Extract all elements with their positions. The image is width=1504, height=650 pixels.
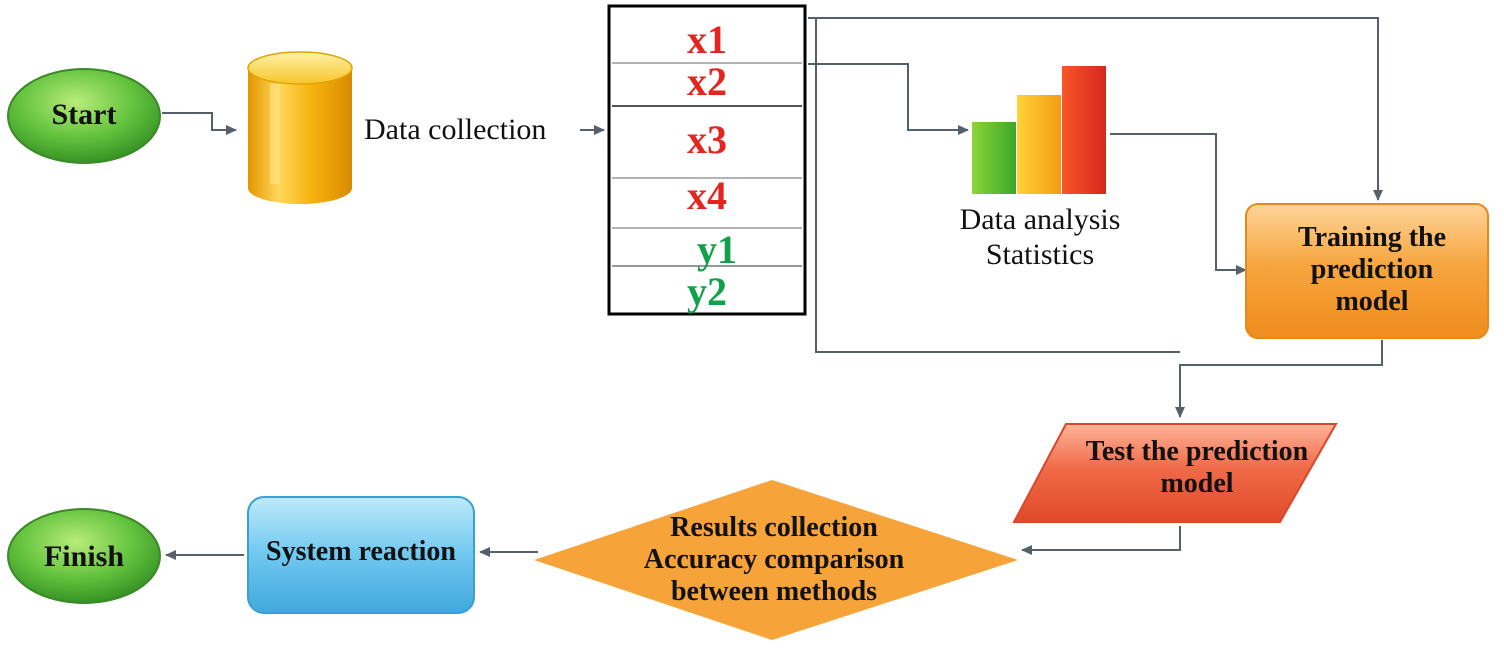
bar-yellow — [1017, 95, 1061, 194]
system-reaction-box — [247, 496, 475, 614]
analysis-label-line-2: Statistics — [985, 237, 1095, 271]
line-table-to-test — [815, 18, 1180, 353]
arrow-analysis-to-training — [1110, 133, 1247, 275]
training-label-line-1: Training the — [1297, 222, 1447, 253]
variables-table — [607, 4, 807, 316]
finish-terminal — [7, 508, 161, 604]
arrow-start-to-database — [162, 112, 237, 135]
variable-x4: x4 — [687, 173, 727, 218]
bar-chart-icon — [972, 66, 1106, 194]
training-process-box — [1245, 203, 1489, 339]
test-label: Test the prediction model — [1052, 436, 1342, 500]
test-label-line-2: model — [1160, 468, 1234, 500]
start-terminal — [7, 68, 161, 164]
arrow-training-to-test — [1175, 340, 1383, 418]
data-collection-label: Data collection — [364, 113, 547, 146]
arrow-table-to-training — [808, 17, 1383, 201]
variable-x1: x1 — [687, 17, 727, 62]
results-decision-diamond — [534, 480, 1018, 640]
training-label-line-2: prediction — [1310, 254, 1434, 286]
analysis-label-line-1: Data analysis — [959, 203, 1121, 236]
finish-label: Finish — [43, 540, 125, 573]
arrow-test-to-results — [1021, 526, 1181, 555]
training-label: Training the prediction model — [1256, 222, 1488, 319]
variable-y1: y1 — [697, 227, 737, 272]
results-label-line-3: between methods — [670, 576, 878, 608]
bar-red — [1062, 66, 1106, 194]
arrow-table-to-analysis — [808, 63, 969, 135]
results-label: Results collection Accuracy comparison b… — [616, 512, 932, 609]
variable-y2: y2 — [687, 269, 727, 314]
database-icon — [247, 51, 353, 204]
training-label-line-3: model — [1335, 286, 1409, 318]
connectors — [162, 17, 1383, 560]
test-io-shape — [1012, 423, 1338, 523]
start-label: Start — [51, 98, 117, 131]
variable-x2: x2 — [687, 59, 727, 104]
analysis-label: Data analysis Statistics — [924, 203, 1156, 272]
test-label-line-1: Test the prediction — [1085, 436, 1309, 467]
bar-green — [972, 122, 1016, 194]
results-label-line-2: Accuracy comparison — [643, 544, 905, 576]
system-reaction-label: System reaction — [266, 536, 456, 567]
variable-x3: x3 — [687, 117, 727, 162]
results-label-line-1: Results collection — [670, 512, 878, 543]
